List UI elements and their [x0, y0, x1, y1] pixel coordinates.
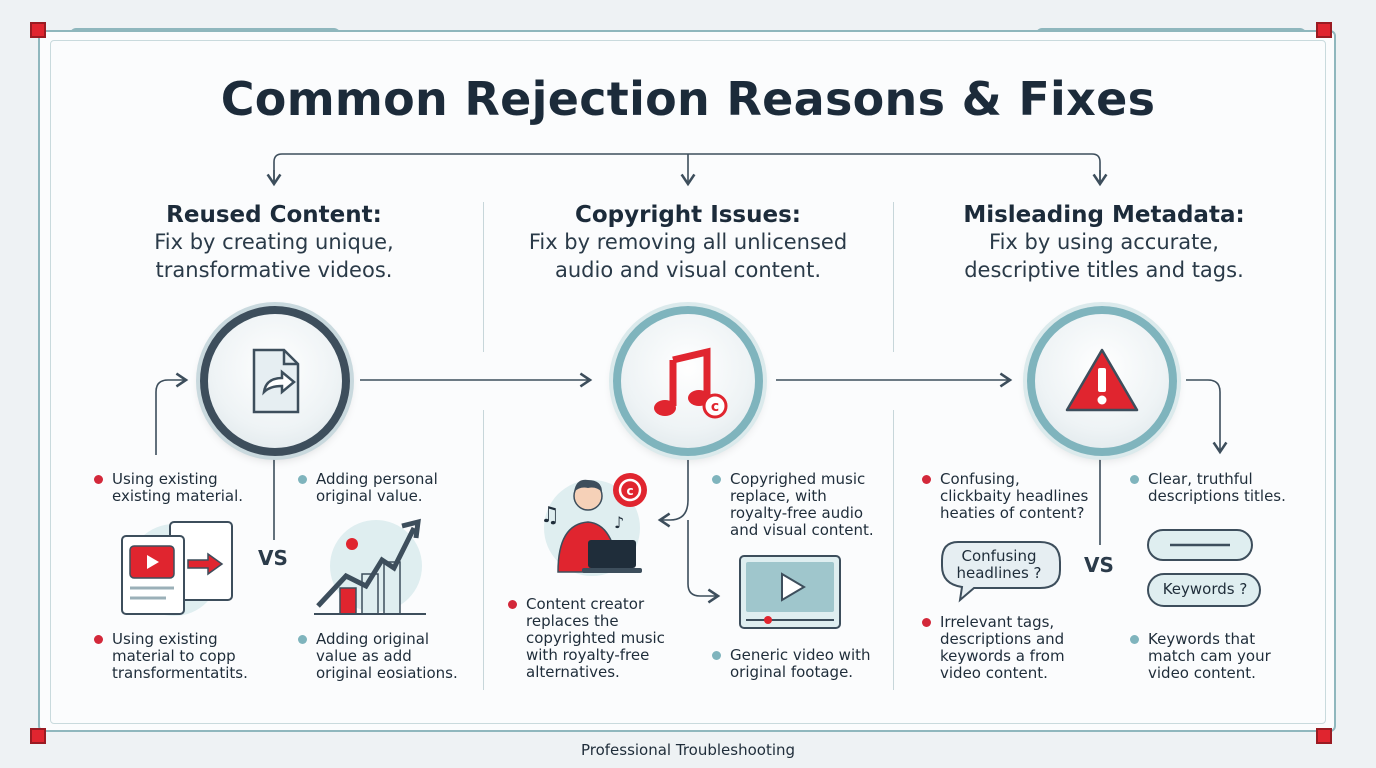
speech-bubble-confusing [941, 541, 1061, 603]
divider-2-bottom [893, 410, 894, 690]
column-heading: Misleading Metadata: [963, 202, 1245, 228]
column-desc-line2: descriptive titles and tags. [964, 258, 1244, 282]
bubble-confusing-text: Confusing headlines ? [956, 547, 1042, 582]
svg-text:♪: ♪ [614, 513, 624, 532]
bullet-reused-3: Using existing material to copp transfor… [94, 631, 264, 682]
svg-text:♫: ♫ [540, 503, 560, 528]
warning-icon [1027, 306, 1177, 456]
svg-text:c: c [626, 484, 633, 498]
bullet-copyright-2: Content creator replaces the copyrighted… [508, 596, 678, 681]
diagram-frame-inner [50, 40, 1326, 724]
growth-chart-icon [314, 518, 426, 615]
content-creator-icon: ♫ ♪ c [540, 473, 647, 576]
bullet-copyright-3: Generic video with original footage. [712, 647, 882, 681]
divider-1-bottom [483, 410, 484, 690]
corner-marker-bottom-left [30, 728, 46, 744]
bullet-reused-2: Adding personal original value. [298, 471, 458, 505]
description-bar-icon [1147, 529, 1253, 561]
corner-marker-bottom-right [1316, 728, 1332, 744]
vs-label-1: VS [258, 546, 288, 570]
keyword-tag-bubble [1147, 573, 1261, 607]
corner-marker-top-right [1316, 22, 1332, 38]
column-copyright-header: Copyright Issues: Fix by removing all un… [498, 202, 878, 284]
bullet-reused-4: Adding original value as add original eo… [298, 631, 468, 682]
column-heading: Reused Content: [166, 202, 382, 228]
bullet-metadata-2: Clear, truthful descriptions titles. [1130, 471, 1300, 505]
page-title: Common Rejection Reasons & Fixes [220, 72, 1156, 126]
column-desc-line1: Fix by removing all unlicensed [528, 230, 848, 254]
column-desc-line1: Fix by using accurate, [989, 230, 1219, 254]
duplicate-video-icon [121, 521, 233, 616]
divider-1-top [483, 202, 484, 352]
column-desc-line2: transformative videos. [155, 258, 393, 282]
column-reused-content-header: Reused Content: Fix by creating unique, … [84, 202, 464, 284]
music-copyright-icon: c [613, 306, 763, 456]
vs-label-2: VS [1084, 553, 1114, 577]
footer-caption: Professional Troubleshooting [580, 741, 796, 759]
column-desc-line1: Fix by creating unique, [154, 230, 394, 254]
bullet-copyright-1: Copyrighed music replace, with royalty-f… [712, 471, 882, 539]
column-desc-line2: audio and visual content. [554, 258, 822, 282]
column-heading: Copyright Issues: [574, 202, 801, 228]
video-player-icon [739, 555, 841, 629]
bullet-metadata-1: Confusing, clickbaity headlines heaties … [922, 471, 1092, 522]
bullet-metadata-3: Irrelevant tags, descriptions and keywor… [922, 614, 1092, 682]
divider-2-top [893, 202, 894, 352]
bullet-reused-1: Using existing existing material. [94, 471, 254, 505]
bullet-metadata-4: Keywords that match cam your video conte… [1130, 631, 1300, 682]
reuse-file-icon [200, 306, 350, 456]
bubble-keywords-text: Keywords ? [1162, 580, 1248, 598]
column-metadata-header: Misleading Metadata: Fix by using accura… [914, 202, 1294, 284]
svg-text:c: c [711, 399, 719, 415]
corner-marker-top-left [30, 22, 46, 38]
